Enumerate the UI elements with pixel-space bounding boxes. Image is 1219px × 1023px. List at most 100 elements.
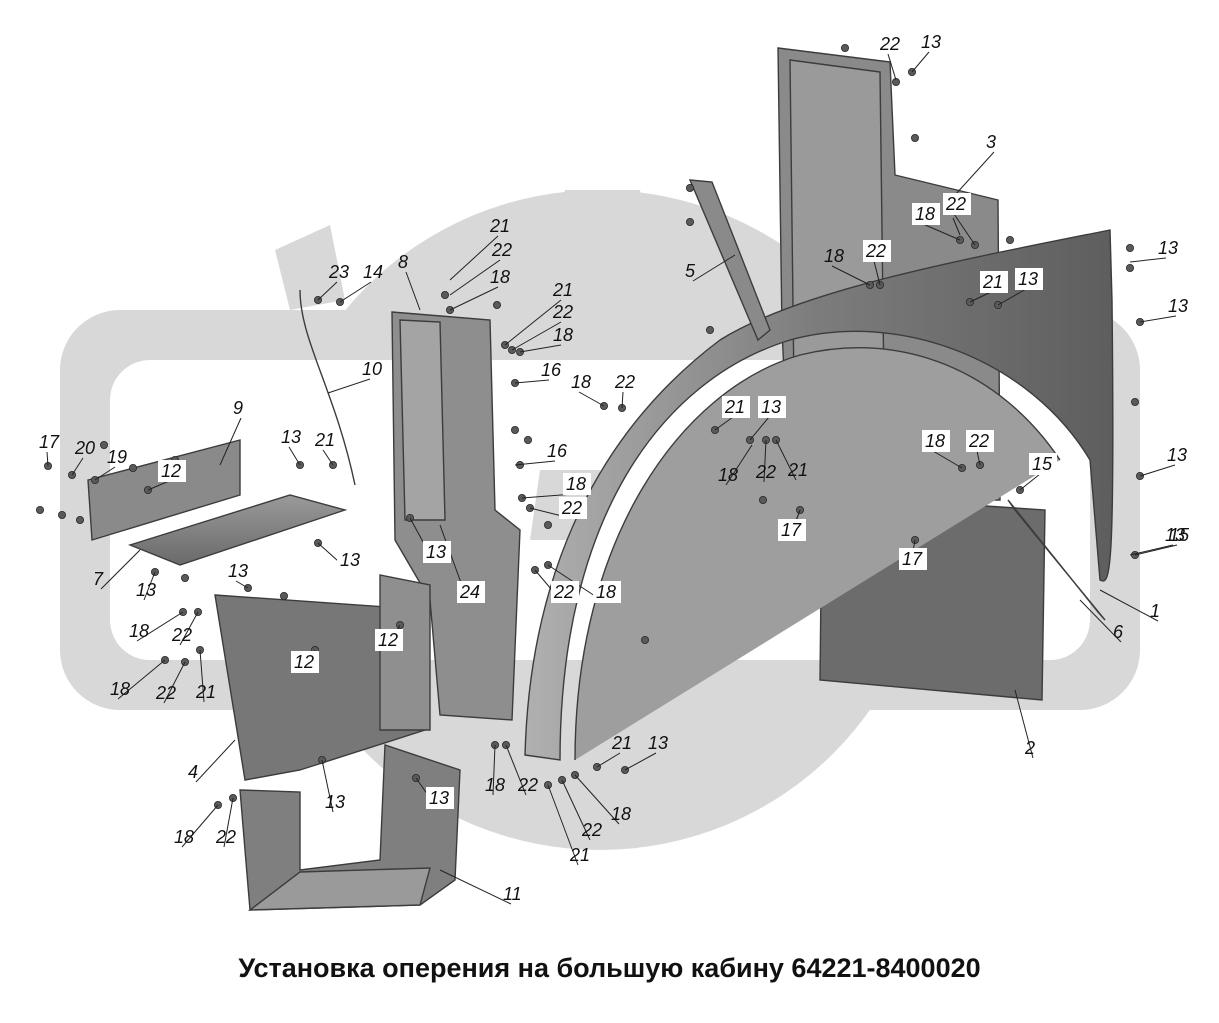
callout-number: 22 [581, 820, 602, 840]
callout-box [457, 581, 485, 603]
callout-number: 21 [982, 272, 1003, 292]
callout-box [423, 541, 451, 563]
callout-label: 11 [503, 884, 522, 904]
leader-line [322, 449, 334, 466]
leader-line [511, 321, 562, 351]
callout-number: 18 [485, 775, 505, 795]
leader-line [911, 51, 930, 73]
callout-label: 22 [155, 683, 176, 703]
callout-number: 4 [188, 762, 198, 782]
leader-line [1019, 473, 1041, 491]
callout-number: 18 [110, 679, 130, 699]
callout-number: 18 [553, 325, 573, 345]
callout-label: 13 [921, 32, 941, 52]
leader-line [725, 444, 753, 486]
callout-label: 18 [174, 827, 194, 847]
fastener-35 [544, 521, 553, 530]
callout-label: 17 [778, 519, 806, 541]
callout-number: 21 [195, 682, 216, 702]
leader-line [219, 417, 242, 466]
callout-label: 23 [328, 262, 349, 282]
callout-number: 23 [328, 262, 349, 282]
callout-number: 12 [378, 630, 398, 650]
callout-number: 21 [611, 733, 632, 753]
callout-label: 18 [129, 621, 149, 641]
callout-number: 12 [161, 461, 181, 481]
callout-label: 20 [74, 438, 95, 458]
leader-line [621, 391, 624, 409]
callout-label: 13 [758, 396, 786, 418]
callout-label: 13 [423, 541, 451, 563]
callout-number: 15 [1032, 454, 1053, 474]
callout-label: 22 [171, 625, 192, 645]
leader-line [922, 223, 961, 241]
fastener-30 [510, 425, 519, 434]
leader-line [574, 774, 620, 825]
callout-number: 22 [614, 372, 635, 392]
callout-number: 18 [824, 246, 844, 266]
fastener-31 [524, 435, 533, 444]
callout-number: 22 [553, 582, 574, 602]
callout-number: 8 [398, 252, 408, 272]
leader-line [94, 466, 116, 481]
leader-line [514, 379, 550, 384]
leader-line [887, 53, 897, 81]
callout-number: 22 [171, 625, 192, 645]
callout-label: 22 [559, 497, 587, 519]
exploded-parts-diagram: 2213322131822182213521131313212218231482… [36, 32, 1190, 911]
callout-number: 9 [233, 398, 243, 418]
callout-label: 18 [485, 775, 505, 795]
fastener-80 [641, 636, 650, 645]
leader-line [504, 299, 562, 346]
callout-box [375, 629, 403, 651]
callout-box [980, 271, 1008, 293]
callout-label: 13 [337, 549, 365, 571]
fastener-21 [492, 300, 501, 309]
fastener-19 [440, 290, 449, 299]
fastener-83 [58, 510, 67, 519]
callout-label: 2 [1024, 738, 1035, 758]
fastener-0 [841, 44, 850, 53]
leader-line [952, 217, 961, 236]
leader-line [321, 759, 334, 813]
callout-number: 14 [363, 262, 383, 282]
lower-step [239, 744, 461, 911]
callout-number: 13 [325, 792, 345, 812]
callout-box [722, 396, 750, 418]
callout-number: 12 [294, 652, 314, 672]
callout-number: 6 [1113, 622, 1124, 642]
leader-line [46, 451, 49, 467]
fastener-84 [76, 516, 85, 525]
leader-line [1079, 599, 1122, 643]
fastener-11 [1131, 397, 1140, 406]
leader-line [547, 784, 579, 866]
fastener-18 [686, 217, 695, 226]
callout-label: 16 [541, 360, 562, 380]
fastener-85 [759, 495, 768, 504]
callout-label: 13 [426, 787, 454, 809]
callout-label: 12 [158, 460, 186, 482]
callout-number: 20 [74, 438, 95, 458]
leader-line [405, 271, 421, 311]
fastener-82 [36, 505, 45, 514]
leader-line [624, 752, 657, 771]
leader-line [763, 439, 767, 483]
callout-box [758, 396, 786, 418]
leader-line [147, 480, 170, 491]
leader-line [1139, 315, 1177, 323]
callout-number: 17 [902, 549, 923, 569]
callout-number: 22 [215, 827, 236, 847]
callout-label: 6 [1113, 622, 1124, 642]
callout-label: 18 [922, 430, 950, 452]
callout-label: 13 [1168, 296, 1188, 316]
callout-labels: 2213322131822182213521131313212218231482… [39, 32, 1190, 904]
callout-label: 12 [291, 651, 319, 673]
upper-step-plate [87, 439, 241, 541]
callout-box [912, 203, 940, 225]
callout-box [593, 581, 621, 603]
leader-line [514, 460, 556, 466]
callout-number: 13 [1167, 445, 1187, 465]
callout-number: 18 [915, 204, 935, 224]
callout-label: 17 [39, 432, 60, 452]
callout-number: 18 [925, 431, 945, 451]
